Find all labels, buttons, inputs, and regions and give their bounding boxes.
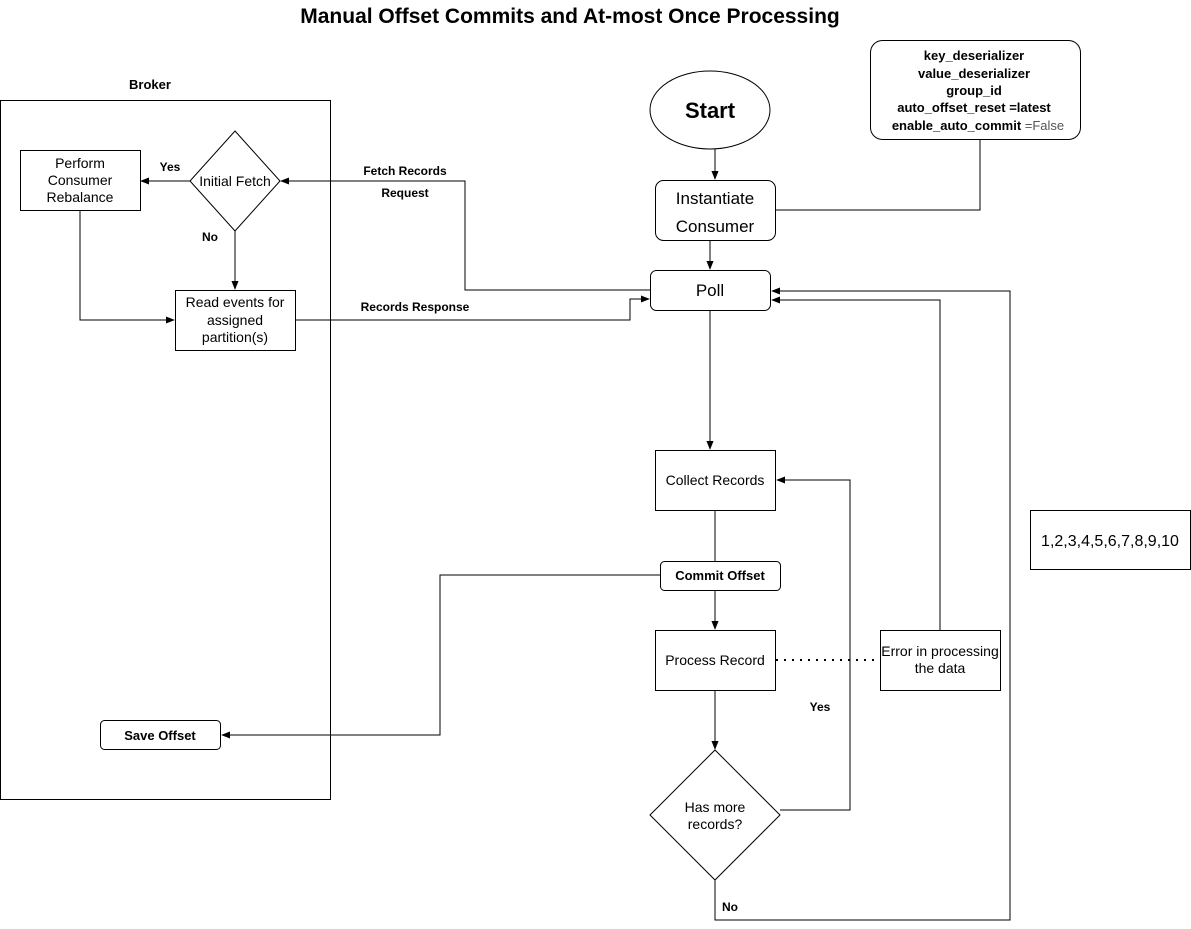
commit-offset-label: Commit Offset: [675, 568, 765, 583]
read-events-label-1: Read events for: [186, 294, 285, 310]
diagram-title: Manual Offset Commits and At-most Once P…: [300, 5, 839, 28]
instantiate-label-1: Instantiate: [676, 189, 754, 208]
config-line-3: group_id: [946, 83, 1002, 98]
rebalance-label-1: Perform: [55, 155, 105, 171]
poll-label: Poll: [696, 281, 724, 300]
collect-records-node[interactable]: [655, 450, 776, 511]
config-line-1: key_deserializer: [924, 48, 1024, 63]
request-label: Request: [381, 186, 428, 200]
commit-offset-node[interactable]: [660, 561, 781, 591]
has-more-label-2: records?: [688, 816, 743, 832]
edge-config-instantiate: [776, 140, 981, 211]
instantiate-consumer-node[interactable]: [655, 180, 776, 241]
rebalance-label-3: Rebalance: [47, 189, 114, 205]
config-line-2: value_deserializer: [918, 66, 1030, 81]
offsets-label: 1,2,3,4,5,6,7,8,9,10: [1041, 533, 1179, 550]
read-events-label-2: assigned: [207, 312, 263, 328]
consumer-config-box[interactable]: [870, 40, 1081, 140]
rebalance-label-2: Consumer: [48, 172, 113, 188]
broker-container: [0, 100, 331, 800]
start-label: Start: [685, 98, 736, 123]
edge-error-poll: [771, 296, 941, 630]
initial-fetch-label: Initial Fetch: [199, 173, 271, 189]
edge-commit-save: [221, 574, 660, 739]
no-more-label: No: [722, 900, 738, 914]
save-offset-label: Save Offset: [124, 728, 196, 743]
edge-rebalance-read: [79, 211, 175, 324]
read-events-label-3: partition(s): [202, 329, 268, 345]
fetch-records-label: Fetch Records: [363, 164, 447, 178]
initial-fetch-decision[interactable]: [189, 130, 281, 232]
process-record-label: Process Record: [665, 652, 765, 668]
consumer-rebalance-node[interactable]: [20, 150, 141, 211]
error-label-1: Error in processing: [881, 643, 999, 659]
config-line-5: enable_auto_commit =False: [892, 118, 1064, 133]
yes-more-label: Yes: [810, 700, 831, 714]
start-node[interactable]: [649, 70, 771, 150]
error-label-2: the data: [915, 660, 966, 676]
edge-hasmore-poll: [714, 287, 1011, 921]
yes-rebalance-label: Yes: [160, 160, 181, 174]
edge-read-poll: [296, 295, 650, 321]
config-line-4: auto_offset_reset =latest: [897, 100, 1051, 115]
error-processing-node[interactable]: [880, 630, 1001, 691]
has-more-label-1: Has more: [685, 799, 746, 815]
broker-label: Broker: [129, 77, 171, 92]
collect-records-label: Collect Records: [666, 472, 765, 488]
no-read-label: No: [202, 230, 218, 244]
poll-node[interactable]: [650, 270, 771, 311]
edge-hasmore-collect: [776, 476, 851, 811]
has-more-records-decision[interactable]: [649, 749, 781, 881]
records-response-label: Records Response: [361, 300, 470, 314]
save-offset-node[interactable]: [100, 720, 221, 750]
process-record-node[interactable]: [655, 630, 776, 691]
offsets-box[interactable]: [1030, 510, 1191, 570]
edge-poll-initial-fetch: [280, 177, 650, 291]
instantiate-label-2: Consumer: [676, 217, 755, 236]
read-events-node[interactable]: [175, 290, 296, 351]
